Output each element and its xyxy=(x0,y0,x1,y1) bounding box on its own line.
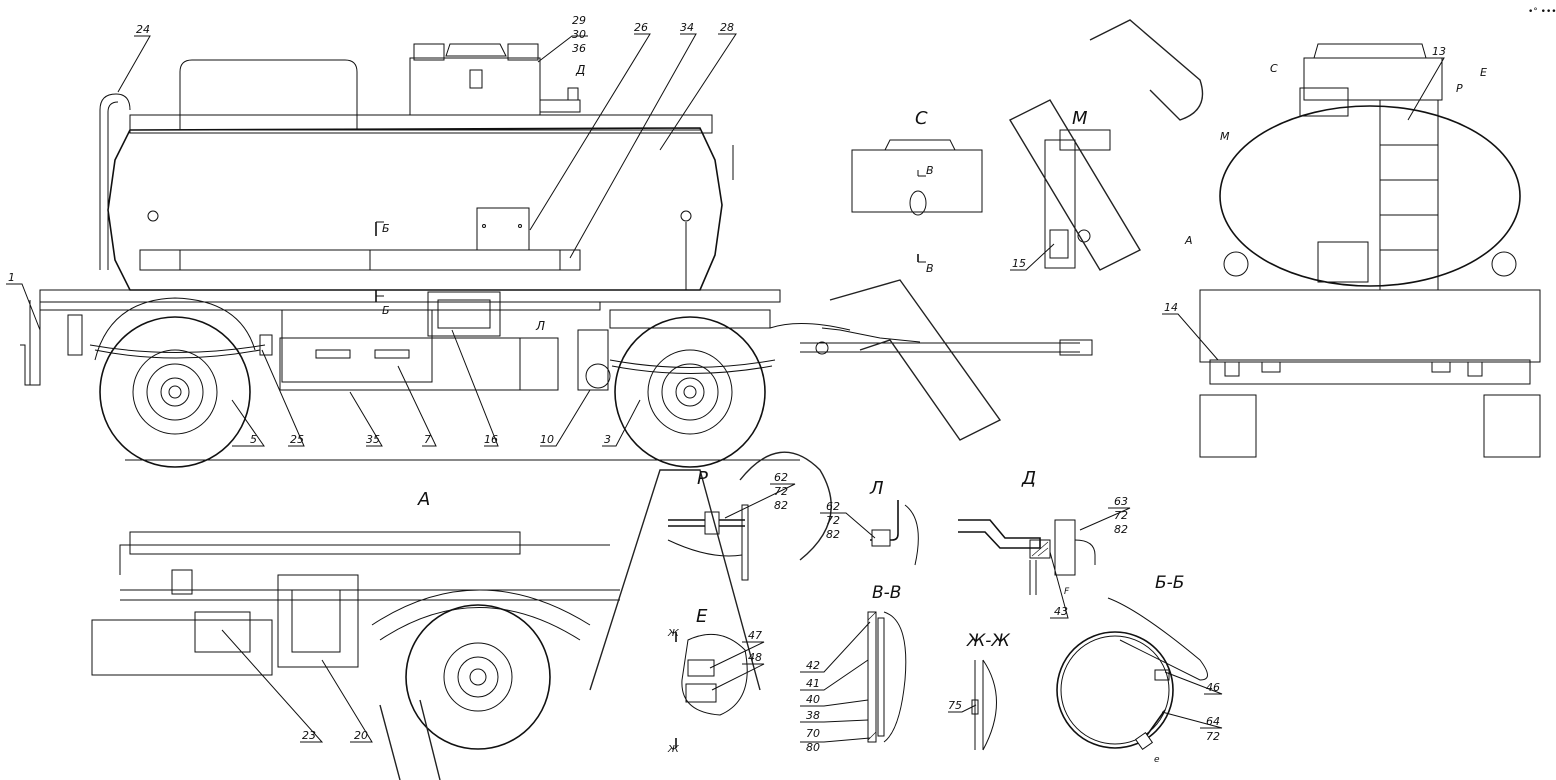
marker-zh-bottom: Ж xyxy=(667,744,680,755)
callout-13: 13 xyxy=(1432,45,1446,58)
watermark-outline xyxy=(379,19,1204,780)
callout-10: 10 xyxy=(540,433,554,446)
callout-72-bb: 72 xyxy=(1206,730,1220,743)
callout-34: 34 xyxy=(680,21,694,34)
callout-64: 64 xyxy=(1206,715,1220,728)
callout-29: 29 xyxy=(572,14,586,27)
callout-46: 46 xyxy=(1206,681,1220,694)
marker-a: А xyxy=(1184,234,1193,247)
callout-7: 7 xyxy=(424,433,431,446)
view-a xyxy=(91,531,620,750)
view-e xyxy=(675,632,748,748)
title-section-zhzh: Ж-Ж xyxy=(966,631,1010,651)
callout-47: 47 xyxy=(748,629,762,642)
marker-c: С xyxy=(1270,62,1278,75)
callout-40: 40 xyxy=(806,693,820,706)
title-view-m: М xyxy=(1072,108,1088,129)
marker-zh-top: Ж xyxy=(667,628,680,639)
callout-62-l: 62 xyxy=(826,500,840,513)
callout-41: 41 xyxy=(806,677,820,690)
corner-mark: •° ••• xyxy=(1528,7,1556,17)
callout-43: 43 xyxy=(1054,605,1068,618)
callout-23: 23 xyxy=(302,729,316,742)
title-view-r: Р xyxy=(697,468,708,489)
callout-63: 63 xyxy=(1114,495,1128,508)
marker-b-top: Б xyxy=(382,222,390,235)
title-view-d: Д xyxy=(1021,468,1036,489)
callout-30: 30 xyxy=(572,28,586,41)
callout-70: 70 xyxy=(806,727,820,740)
callout-62-r: 62 xyxy=(774,471,788,484)
callout-38: 38 xyxy=(806,709,820,722)
callout-26: 26 xyxy=(634,21,648,34)
callout-72-l: 72 xyxy=(826,514,840,527)
view-m xyxy=(1044,129,1111,269)
marker-v-top: В xyxy=(926,164,934,177)
callout-5: 5 xyxy=(250,433,257,446)
callout-15: 15 xyxy=(1012,257,1026,270)
view-l xyxy=(870,500,919,566)
view-d xyxy=(958,519,1096,595)
view-c xyxy=(851,139,983,263)
callout-28: 28 xyxy=(720,21,734,34)
callout-75: 75 xyxy=(948,699,962,712)
callout-24: 24 xyxy=(136,23,150,36)
callout-80: 80 xyxy=(806,741,820,754)
section-vv xyxy=(867,611,907,743)
callout-82-d: 82 xyxy=(1114,523,1128,536)
dim-e: е xyxy=(1154,755,1160,765)
marker-b-bottom: Б xyxy=(382,304,390,317)
callout-16: 16 xyxy=(484,433,498,446)
rear-view xyxy=(1199,43,1541,458)
view-r xyxy=(667,504,749,581)
title-view-a: А xyxy=(417,489,430,510)
title-view-l: Л xyxy=(869,478,884,499)
title-section-vv: В-В xyxy=(872,583,901,603)
callout-48: 48 xyxy=(748,651,762,664)
callout-25: 25 xyxy=(290,433,304,446)
callout-1: 1 xyxy=(8,271,15,284)
callout-36: 36 xyxy=(572,42,586,55)
marker-e: Е xyxy=(1480,66,1487,79)
callout-35: 35 xyxy=(366,433,380,446)
title-section-bb: Б-Б xyxy=(1155,573,1184,593)
callout-72-d: 72 xyxy=(1114,509,1128,522)
callout-42: 42 xyxy=(806,659,820,672)
marker-r: Р xyxy=(1456,82,1463,95)
marker-m: М xyxy=(1220,130,1230,143)
marker-d: Д xyxy=(575,63,585,77)
title-view-c: С xyxy=(915,108,928,129)
dim-f: F xyxy=(1064,587,1070,597)
marker-v-bottom: В xyxy=(926,262,934,275)
marker-l: Л xyxy=(535,319,545,333)
callout-3: 3 xyxy=(604,433,611,446)
title-view-e: Е xyxy=(696,606,708,627)
callout-14: 14 xyxy=(1164,301,1178,314)
section-bb xyxy=(1056,597,1208,751)
callout-82-r: 82 xyxy=(774,499,788,512)
callout-20: 20 xyxy=(354,729,368,742)
side-view xyxy=(20,43,1093,468)
callout-leaders xyxy=(6,33,1445,743)
callout-82-l: 82 xyxy=(826,528,840,541)
callout-72-r: 72 xyxy=(774,485,788,498)
